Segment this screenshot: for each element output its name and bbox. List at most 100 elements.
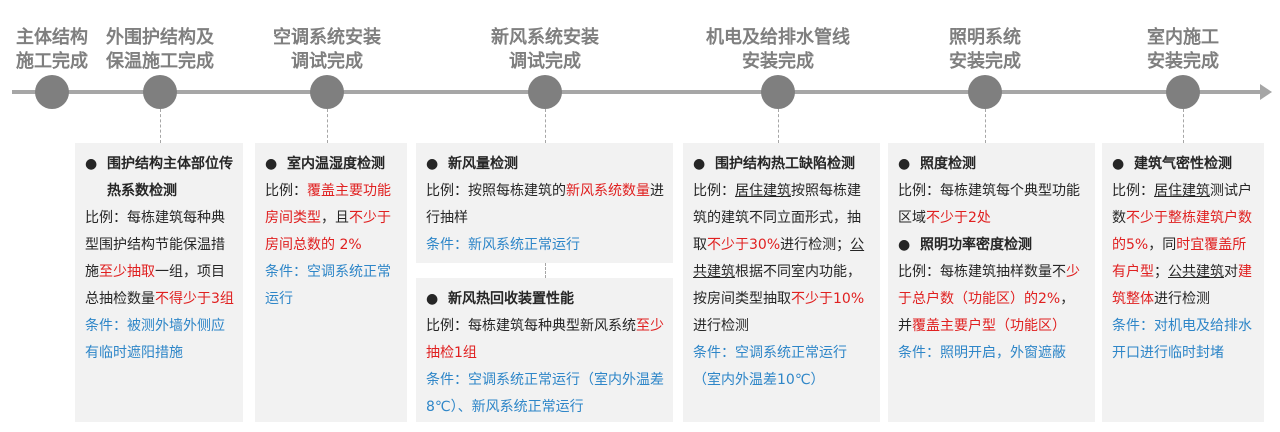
ratio-text: 比例：居住建筑测试户数不少于整栋建筑户数的5%，同时宜覆盖所有户型；公共建筑对建… (1112, 178, 1256, 313)
milestone-label: 机电及给排水管线安装完成 (698, 26, 858, 74)
text-segment: 公共建筑 (693, 237, 865, 280)
test-item-title-text: 建筑气密性检测 (1134, 156, 1232, 172)
text-segment: 进行抽样 (426, 183, 664, 226)
ratio-text: 比例：每栋建筑每个典型功能区域不少于2处 (898, 178, 1087, 232)
test-item-title: ●新风量检测 (426, 151, 665, 178)
condition-text: 条件：对机电及给排水开口进行临时封堵 (1112, 313, 1256, 367)
milestone-label-line: 主体结构 (16, 27, 88, 48)
text-segment: 少于总户数（功能区）的2% (898, 264, 1080, 307)
text-segment: 覆盖主要户型（功能区） (912, 318, 1066, 334)
bullet-icon: ● (426, 291, 439, 307)
milestone-node (143, 75, 177, 109)
milestone-label-line: 安装完成 (1147, 51, 1219, 72)
test-item-title: ● 新风热回收装置性能 (426, 286, 665, 313)
test-card: ●照度检测比例：每栋建筑每个典型功能区域不少于2处●照明功率密度检测比例：每栋建… (888, 143, 1095, 422)
test-item-title-text: 照明功率密度检测 (920, 237, 1032, 253)
text-segment: 进行检测 (1154, 291, 1210, 307)
test-item-title: ● 建筑气密性检测 (1112, 151, 1256, 178)
text-segment: 条件：空调系统正常运行 (265, 264, 391, 307)
text-segment: 不少于10% (791, 291, 865, 307)
test-item-title-text: 围护结构热工缺陷检测 (715, 156, 855, 172)
text-segment: 时宜覆盖所有户型 (1112, 237, 1247, 280)
text-segment: 不少于30% (707, 237, 781, 253)
bullet-icon: ● (898, 237, 911, 253)
text-segment: 不少于2处 (926, 210, 991, 226)
milestone-label: 照明系统安装完成 (905, 26, 1065, 74)
text-segment: ； (1154, 264, 1168, 280)
ratio-text: 比例：覆盖主要功能房间类型，且不少于房间总数的 2% (265, 178, 399, 259)
text-segment: 居住建筑 (735, 183, 791, 199)
milestone-node (528, 75, 562, 109)
text-segment: 条件：空调系统正常运行（室内外温差8℃）、新风系统正常运行 (426, 372, 664, 415)
text-segment: 比例： (265, 183, 307, 199)
milestone-label-line: 室内施工 (1147, 27, 1219, 48)
text-segment: 至少抽检1组 (426, 318, 664, 361)
connector-line (985, 109, 986, 143)
test-item-title-text: 新风热回收装置性能 (448, 291, 574, 307)
text-segment: 进行检测 (693, 318, 749, 334)
ratio-text: 比例：每栋建筑每种典型围护结构节能保温措施至少抽取一组，项目总抽检数量不得少于3… (85, 205, 235, 313)
text-segment: 覆盖主要功能房间类型 (265, 183, 391, 226)
text-segment: 测试户数 (1112, 183, 1252, 226)
test-item-title-text: 新风量检测 (448, 156, 518, 172)
connector-line (160, 109, 161, 143)
timeline-axis (12, 90, 1262, 94)
text-segment: 根据不同室内功能，按房间类型抽取 (693, 264, 861, 307)
condition-text: 条件：空调系统正常运行 (265, 259, 399, 313)
text-segment: 按照每栋建筑的建筑不同立面形式，抽取 (693, 183, 861, 253)
condition-text: 条件：新风系统正常运行 (426, 232, 665, 259)
test-card: ● 围护结构热工缺陷检测比例：居住建筑按照每栋建筑的建筑不同立面形式，抽取不少于3… (683, 143, 880, 422)
text-segment: 对 (1224, 264, 1238, 280)
condition-text: 条件：照明开启，外窗遮蔽 (898, 340, 1087, 367)
text-segment: 比例： (693, 183, 735, 199)
bullet-icon: ● (693, 156, 706, 172)
connector-line (1183, 109, 1184, 143)
test-item-title-text: 围护结构主体部位传热系数检测 (107, 156, 233, 199)
test-item-title-text: 照度检测 (920, 156, 976, 172)
text-segment: 新风系统数量 (566, 183, 650, 199)
text-segment: 一组，项目总抽检数量 (85, 264, 225, 307)
text-segment: 比例：每栋建筑抽样数量不 (898, 264, 1066, 280)
milestone-label: 空调系统安装调试完成 (247, 26, 407, 74)
text-segment: 建筑整体 (1112, 264, 1252, 307)
test-card: ● 新风热回收装置性能比例：每栋建筑每种典型新风系统至少抽检1组条件：空调系统正常… (416, 278, 673, 422)
connector-line (545, 263, 546, 278)
timeline-arrow-icon (1260, 84, 1272, 100)
test-item-title-text: 室内温湿度检测 (287, 156, 385, 172)
milestone-label-line: 空调系统安装 (273, 27, 381, 48)
bullet-icon: ● (898, 156, 911, 172)
milestone-node (35, 75, 69, 109)
text-segment: 条件：空调系统正常运行（室内外温差10℃） (693, 345, 847, 388)
text-segment: 条件：对机电及给排水开口进行临时封堵 (1112, 318, 1252, 361)
text-segment: ，同 (1148, 237, 1177, 253)
milestone-node (310, 75, 344, 109)
bullet-icon: ● (1112, 156, 1125, 172)
milestone-label: 新风系统安装调试完成 (465, 26, 625, 74)
condition-text: 条件：被测外墙外侧应有临时遮阳措施 (85, 313, 235, 367)
text-segment: 不得少于3组 (155, 291, 234, 307)
test-item-title: ● 照度检测 (898, 151, 1087, 178)
milestone-label-line: 新风系统安装 (491, 27, 599, 48)
text-segment: 条件：照明开启，外窗遮蔽 (898, 345, 1066, 361)
test-card: ●新风量检测比例：按照每栋建筑的新风系统数量进行抽样条件：新风系统正常运行 (416, 143, 673, 263)
milestone-label-line: 保温施工完成 (106, 51, 214, 72)
text-segment: ，并 (898, 291, 1075, 334)
ratio-text: 比例：每栋建筑抽样数量不少于总户数（功能区）的2%，并覆盖主要户型（功能区） (898, 259, 1087, 340)
ratio-text: 比例：居住建筑按照每栋建筑的建筑不同立面形式，抽取不少于30%进行检测；公共建筑… (693, 178, 872, 340)
ratio-text: 比例：每栋建筑每种典型新风系统至少抽检1组 (426, 313, 665, 367)
condition-text: 条件：空调系统正常运行（室内外温差10℃） (693, 340, 872, 394)
text-segment: 比例：每栋建筑每个典型功能区域 (898, 183, 1080, 226)
test-item-title: ● 围护结构主体部位传热系数检测 (85, 151, 235, 205)
bullet-icon: ● (85, 156, 98, 172)
text-segment: 比例：按照每栋建筑的 (426, 183, 566, 199)
test-card: ● 建筑气密性检测比例：居住建筑测试户数不少于整栋建筑户数的5%，同时宜覆盖所有户… (1102, 143, 1264, 422)
connector-line (778, 109, 779, 143)
milestone-label-line: 安装完成 (742, 51, 814, 72)
text-segment: 条件：新风系统正常运行 (426, 237, 580, 253)
test-card: ● 围护结构主体部位传热系数检测比例：每栋建筑每种典型围护结构节能保温措施至少抽取… (75, 143, 243, 422)
milestone-node (968, 75, 1002, 109)
ratio-text: 比例：按照每栋建筑的新风系统数量进行抽样 (426, 178, 665, 232)
text-segment: ，且 (321, 210, 349, 226)
text-segment: 居住建筑 (1154, 183, 1210, 199)
milestone-label: 主体结构施工完成 (0, 26, 132, 74)
